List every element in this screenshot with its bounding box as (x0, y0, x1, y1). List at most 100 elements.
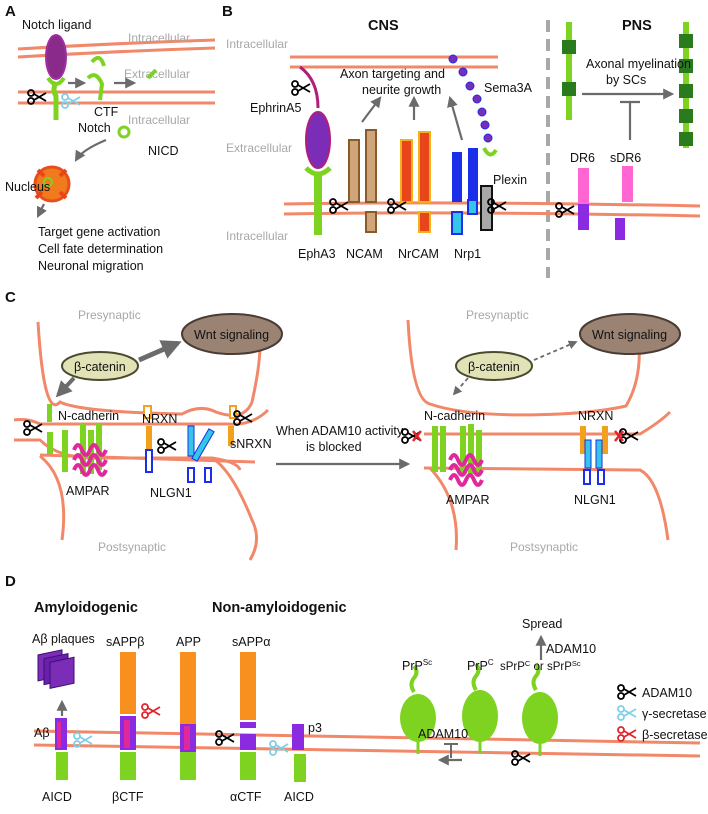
panel-a-label: A (5, 3, 16, 20)
ampar-left-label: AMPAR (66, 484, 110, 498)
ephrina5-shape (305, 111, 331, 169)
blocked-label-2: is blocked (306, 440, 362, 454)
prpc-base: PrP (467, 659, 488, 673)
prpc-sup: C (488, 658, 494, 667)
sappb-label: sAPPβ (106, 635, 144, 649)
sprp-or: or sPrP (530, 661, 572, 673)
nlgn1-right-label: NLGN1 (574, 493, 616, 507)
ephrina5-label: EphrinA5 (250, 101, 301, 115)
notch-label: Notch (78, 121, 111, 135)
nrxn-left-label: NRXN (142, 412, 177, 426)
ctf-top-shape (90, 55, 106, 67)
dr6-stub (615, 218, 625, 240)
adam10-scissors-c-nlgn (157, 438, 177, 454)
panel-a: A Notch ligand Intracellular Extracellul… (5, 3, 216, 273)
presynaptic-left-label: Presynaptic (78, 308, 141, 322)
sprp-c: sPrP (500, 661, 525, 673)
non-amyloidogenic-heading: Non-amyloidogenic (212, 600, 347, 616)
legend-gamma-icon (617, 705, 637, 721)
panel-c: C Presynaptic Postsynaptic Wnt signaling… (5, 289, 681, 561)
beta-secretase-d (141, 703, 161, 719)
presynaptic-left (36, 316, 262, 417)
sprp-sc-sup: Sc (572, 659, 581, 668)
bctf-shape (120, 752, 136, 780)
extracellular-b: Extracellular (226, 141, 292, 155)
prpsc-sup: Sc (423, 658, 432, 667)
ncadherin-right-shape (432, 424, 484, 487)
legend-beta-icon (617, 726, 637, 742)
nrcam-shape (400, 131, 431, 233)
panel-b: B CNS PNS Intracellular Extracellular In… (222, 3, 701, 278)
legend: ADAM10 γ-secretase β-secretase (617, 684, 708, 742)
wnt-ellipse-right (579, 313, 681, 355)
gamma-secretase-a (61, 93, 81, 109)
axon-unmyelinated (562, 22, 576, 120)
panel-b-label: B (222, 3, 233, 20)
nlgn1-left-shape (145, 425, 215, 483)
abeta-plaques-shape (37, 649, 75, 689)
bcat-label-right: β-catenin (468, 360, 520, 374)
adam10-spread-label: ADAM10 (546, 642, 596, 656)
intracellular-a-bottom: Intracellular (128, 113, 190, 127)
adam10-blocked-left (401, 428, 422, 444)
sprp-c-sup: C (525, 659, 531, 668)
nrxn-right-shape (580, 426, 608, 454)
sprp-shape (522, 662, 558, 756)
outcome-2: Cell fate determination (38, 242, 163, 256)
actf-p3 (240, 734, 256, 750)
intracellular-b-bottom: Intracellular (226, 229, 288, 243)
nrp1-shape (451, 148, 478, 235)
ncam-shape (348, 129, 377, 233)
ncadherin-right-label: N-cadherin (424, 409, 485, 423)
ampar-left-shape (72, 443, 108, 477)
notch-ligand-label: Notch ligand (22, 18, 92, 32)
arrow-c-wnt-left (138, 340, 182, 363)
legend-beta-label: β-secretase (642, 728, 708, 742)
sappa-label: sAPPα (232, 635, 271, 649)
myelination-label-2: by SCs (606, 73, 646, 87)
bcat-ellipse-left (61, 351, 139, 381)
sappb-shape (120, 652, 136, 714)
sdr6-shape (622, 166, 633, 202)
membrane-a-top-1 (17, 38, 216, 51)
nicd-label: NICD (148, 144, 179, 158)
arrow-a-4 (37, 203, 47, 218)
p3-shape (292, 724, 304, 750)
postsynaptic-right-membrane (423, 466, 670, 541)
app-ctf (180, 752, 196, 780)
sema3a-label: Sema3A (484, 81, 533, 95)
panel-c-label: C (5, 289, 16, 306)
nucleus-shape (33, 165, 71, 203)
abeta-core (57, 722, 61, 748)
app-label: APP (176, 635, 201, 649)
sema3a-shape (448, 54, 498, 157)
bcat-ellipse-right (455, 351, 533, 381)
adam10-scissors-b-ncam (329, 198, 349, 214)
nicd-shape (117, 125, 131, 139)
axon-myelinated (679, 22, 693, 148)
presynaptic-right-membrane (424, 410, 672, 436)
panel-d: D Amyloidogenic Non-amyloidogenic Aβ pla… (5, 573, 708, 804)
ctf-label: CTF (94, 105, 119, 119)
arrow-b-nrp1 (447, 95, 464, 141)
legend-adam10-label: ADAM10 (642, 686, 692, 700)
sappa-tail (240, 722, 256, 728)
arrow-a-3 (74, 138, 107, 162)
ctf-shape (86, 73, 105, 101)
panel-d-label: D (5, 573, 16, 590)
nucleus-label: Nucleus (5, 180, 50, 194)
intracellular-b-top: Intracellular (226, 37, 288, 51)
wnt-label-left: Wnt signaling (194, 328, 269, 342)
presynaptic-right-label: Presynaptic (466, 308, 529, 322)
adam10-inhib-label: ADAM10 (418, 727, 468, 741)
notch-receptor-shape (51, 80, 59, 120)
nrxn-right-label: NRXN (578, 409, 613, 423)
ampar-right-label: AMPAR (446, 493, 490, 507)
ephrina5-stalk (299, 65, 320, 109)
aicd-right-shape (294, 754, 306, 782)
prpsc-label: PrPSc (402, 658, 432, 673)
bctf-label: βCTF (112, 790, 144, 804)
cns-heading: CNS (368, 18, 399, 34)
arrow-c-wnt-right (533, 340, 578, 361)
